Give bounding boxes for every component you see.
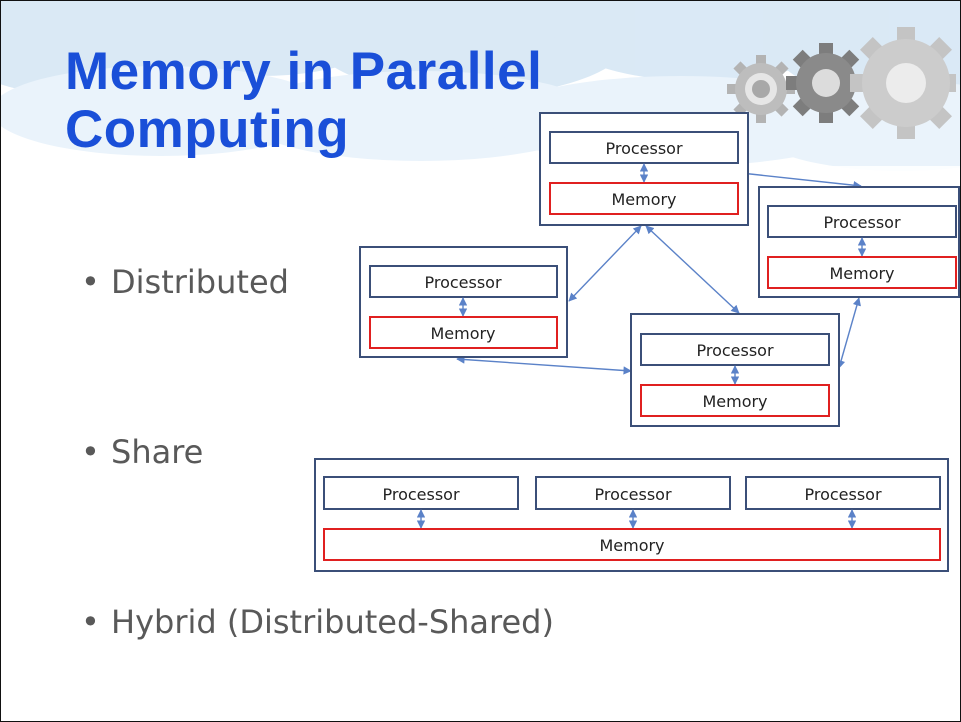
- memory-box: [369, 316, 558, 349]
- memory-box: [767, 256, 957, 289]
- bullet-marker: •: [81, 263, 100, 301]
- bullet-distributed-text: Distributed: [111, 263, 289, 301]
- distributed-node-4: Processor Memory: [758, 186, 960, 298]
- processor-box: [549, 131, 739, 164]
- shared-processor-1: [323, 476, 519, 510]
- processor-box: [767, 205, 957, 238]
- shared-processor-2-label: Processor: [594, 485, 671, 504]
- gears-icon: [727, 27, 956, 139]
- bullet-share: • Share: [81, 433, 203, 471]
- bullet-share-text: Share: [111, 433, 204, 471]
- bullet-distributed: • Distributed: [81, 263, 289, 301]
- distributed-node-3: Processor Memory: [630, 313, 840, 427]
- processor-label: Processor: [424, 273, 501, 292]
- connector-node1-node3: [645, 225, 740, 314]
- processor-label: Processor: [605, 139, 682, 158]
- large-gear-icon: [850, 27, 956, 139]
- title-line-2: Computing: [65, 100, 350, 159]
- bullet-marker: •: [81, 603, 100, 641]
- memory-label: Memory: [702, 392, 767, 411]
- memory-label: Memory: [430, 324, 495, 343]
- shared-processor-1-label: Processor: [382, 485, 459, 504]
- distributed-diagram: Processor Memory Processor Memory Proces…: [359, 112, 960, 427]
- processor-box: [640, 333, 830, 366]
- memory-label: Memory: [611, 190, 676, 209]
- memory-box: [549, 182, 739, 215]
- shared-memory-box: [323, 528, 941, 561]
- bullet-marker: •: [81, 433, 100, 471]
- memory-box: [640, 384, 830, 417]
- connector-node2-node3: [456, 355, 632, 375]
- small-gear-icon: [727, 55, 795, 123]
- memory-label: Memory: [829, 264, 894, 283]
- shared-diagram: Processor Processor Processor Memory: [314, 458, 949, 572]
- connector-node1-node4: [740, 169, 862, 190]
- slide-title: Memory in Parallel Computing: [65, 43, 542, 159]
- shared-memory-label: Memory: [599, 536, 664, 555]
- processor-label: Processor: [696, 341, 773, 360]
- distributed-node-2: Processor Memory: [359, 246, 568, 358]
- bullet-hybrid-text: Hybrid (Distributed-Shared): [111, 603, 554, 641]
- connector-node1-node2: [568, 225, 642, 302]
- title-line-1: Memory in Parallel: [65, 42, 543, 101]
- distributed-node-1: Processor Memory: [539, 112, 749, 226]
- shared-processor-3: [745, 476, 941, 510]
- bullet-hybrid: • Hybrid (Distributed-Shared): [81, 603, 554, 641]
- shared-processor-2: [535, 476, 731, 510]
- processor-box: [369, 265, 558, 298]
- shared-processor-3-label: Processor: [804, 485, 881, 504]
- connector-node4-node3: [837, 297, 861, 369]
- processor-label: Processor: [823, 213, 900, 232]
